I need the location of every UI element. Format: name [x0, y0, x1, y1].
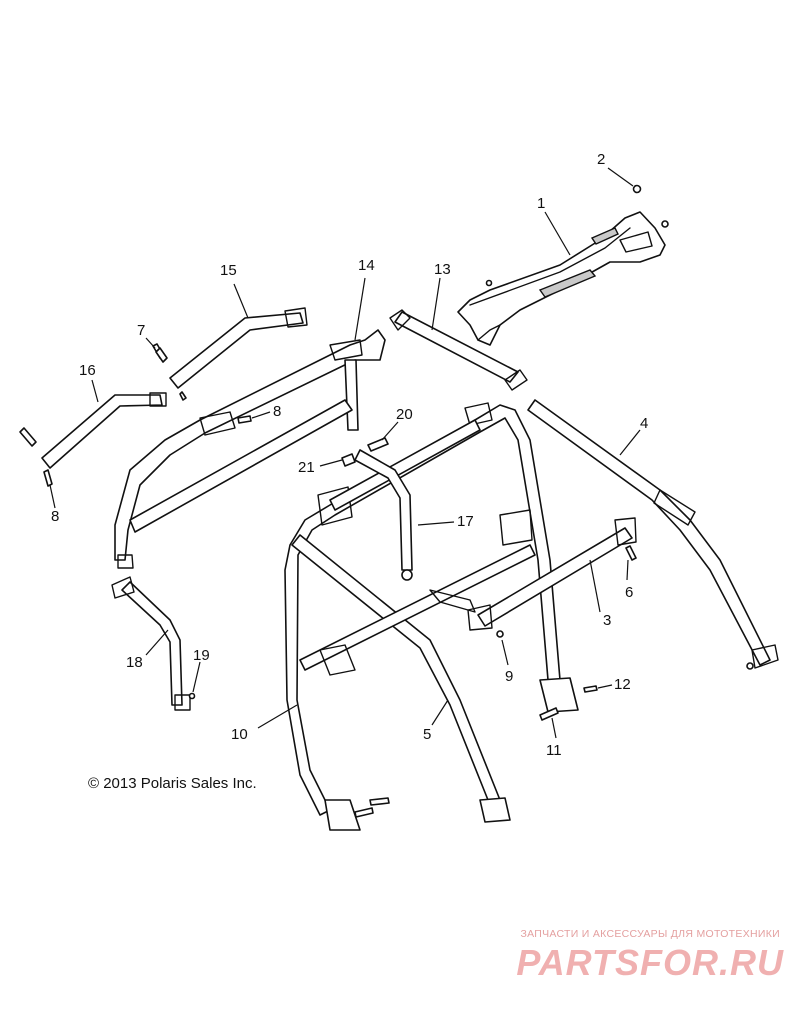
callout-18: 18 [126, 654, 143, 671]
watermark-tagline: ЗАПЧАСТИ И АКСЕССУАРЫ ДЛЯ МОТОТЕХНИКИ [520, 928, 780, 940]
part-1-rear-panel [457, 211, 666, 346]
part-3-cross-tube [467, 517, 637, 631]
part-10-left-hoop [284, 402, 579, 831]
callout-9: 9 [505, 668, 513, 685]
part-16-front-brace [41, 392, 167, 469]
callout-8a: 8 [273, 403, 281, 420]
callout-20: 20 [396, 406, 413, 423]
part-7-bolt [152, 343, 168, 363]
callout-17: 17 [457, 513, 474, 530]
callout-14: 14 [358, 257, 375, 274]
hardware-fasteners [341, 437, 598, 818]
part-17-brace [354, 449, 413, 581]
callout-labels: 1 2 3 4 5 6 7 8 8 9 10 11 12 13 14 15 16… [51, 151, 648, 759]
callout-2: 2 [597, 151, 605, 168]
callout-7: 7 [137, 322, 145, 339]
part-5-rear-diagonal [291, 534, 511, 823]
leader-lines [49, 167, 641, 739]
part-8-bolts [19, 391, 252, 487]
part-4-right-rear-brace [527, 399, 779, 670]
callout-3: 3 [603, 612, 611, 629]
callout-13: 13 [434, 261, 451, 278]
part-13-rear-cross-tube [389, 309, 528, 391]
part-6-bolt [625, 545, 637, 561]
callout-12: 12 [614, 676, 631, 693]
part-14-front-upper-hoop [114, 329, 386, 569]
cage-cross-bars [299, 419, 536, 676]
callout-11: 11 [546, 742, 562, 759]
callout-6: 6 [625, 584, 633, 601]
callout-21: 21 [298, 459, 315, 476]
callout-1: 1 [537, 195, 545, 212]
part-15-front-brace [169, 307, 308, 389]
part-19-screw [188, 692, 196, 700]
part-2-screw [485, 184, 669, 287]
callout-5: 5 [423, 726, 431, 743]
part-18-side-bracket [111, 576, 191, 711]
callout-15: 15 [220, 262, 237, 279]
callout-19: 19 [193, 647, 210, 664]
callout-16: 16 [79, 362, 96, 379]
callout-4: 4 [640, 415, 648, 432]
callout-10: 10 [231, 726, 248, 743]
watermark-logo: PARTSFOR.RU [516, 942, 784, 983]
copyright-notice: © 2013 Polaris Sales Inc. [88, 775, 257, 792]
callout-8b: 8 [51, 508, 59, 525]
